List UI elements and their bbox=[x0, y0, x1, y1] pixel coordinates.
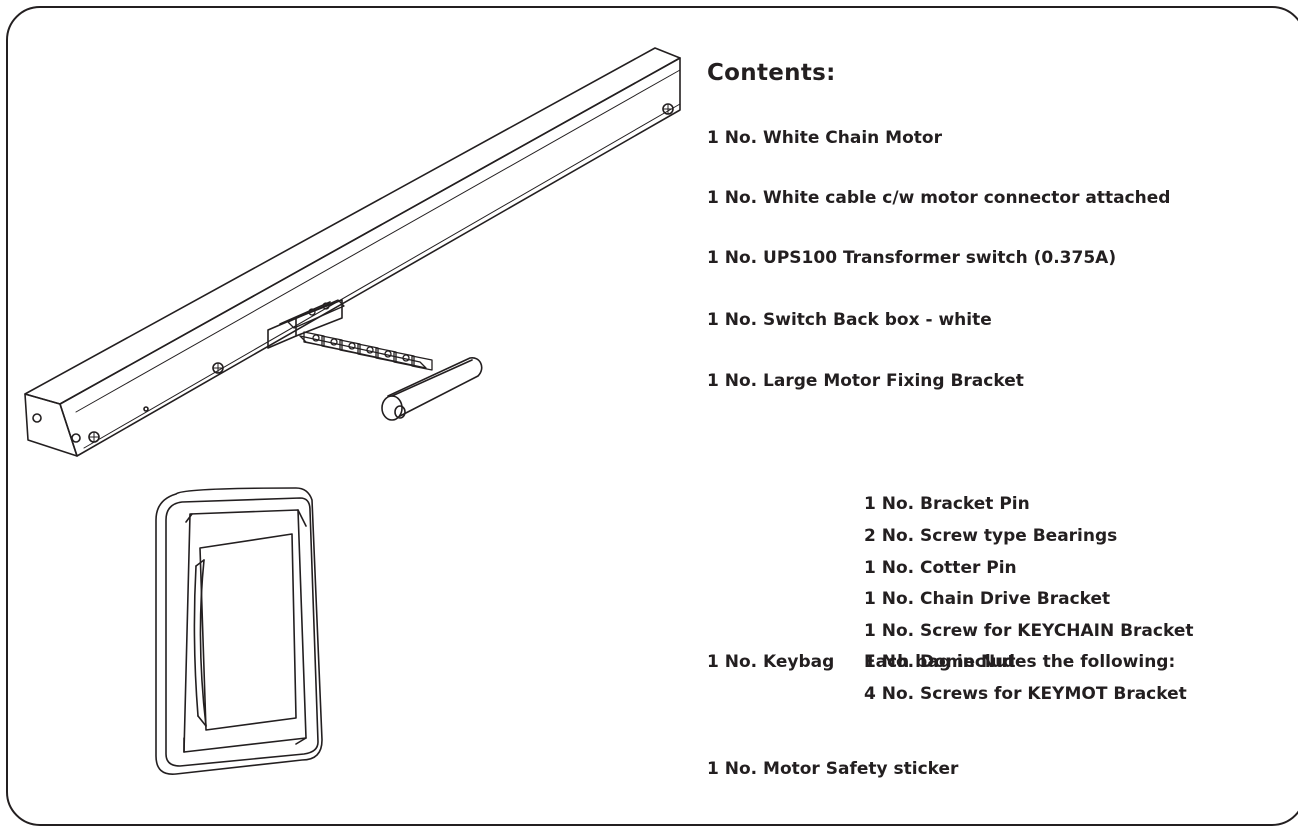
contents-item: 1 No. White Chain Motor bbox=[707, 128, 942, 148]
keybag-item: 1 No. Bracket Pin bbox=[864, 494, 1030, 514]
wall-switch-drawing bbox=[155, 487, 323, 775]
keybag-item: 1 No. Dome Nut bbox=[864, 652, 1016, 672]
keybag-item: 4 No. Screws for KEYMOT Bracket bbox=[864, 684, 1187, 704]
contents-item: 1 No. Large Motor Fixing Bracket bbox=[707, 371, 1024, 391]
keybag-item: 1 No. Chain Drive Bracket bbox=[864, 589, 1111, 609]
contents-title: Contents: bbox=[707, 60, 836, 86]
contents-item: 1 No. Switch Back box - white bbox=[707, 310, 992, 330]
keybag-label: 1 No. Keybag bbox=[707, 652, 835, 672]
contents-item-last: 1 No. Motor Safety sticker bbox=[707, 759, 959, 779]
keybag-item: 1 No. Cotter Pin bbox=[864, 558, 1017, 578]
keybag-heading: Each bag includes the following: bbox=[864, 652, 1176, 672]
keybag-item: 2 No. Screw type Bearings bbox=[864, 526, 1118, 546]
keybag-item: 1 No. Screw for KEYCHAIN Bracket bbox=[864, 621, 1194, 641]
contents-item: 1 No. UPS100 Transformer switch (0.375A) bbox=[707, 248, 1117, 268]
chain-motor-drawing bbox=[24, 47, 681, 457]
contents-item: 1 No. White cable c/w motor connector at… bbox=[707, 188, 1171, 208]
